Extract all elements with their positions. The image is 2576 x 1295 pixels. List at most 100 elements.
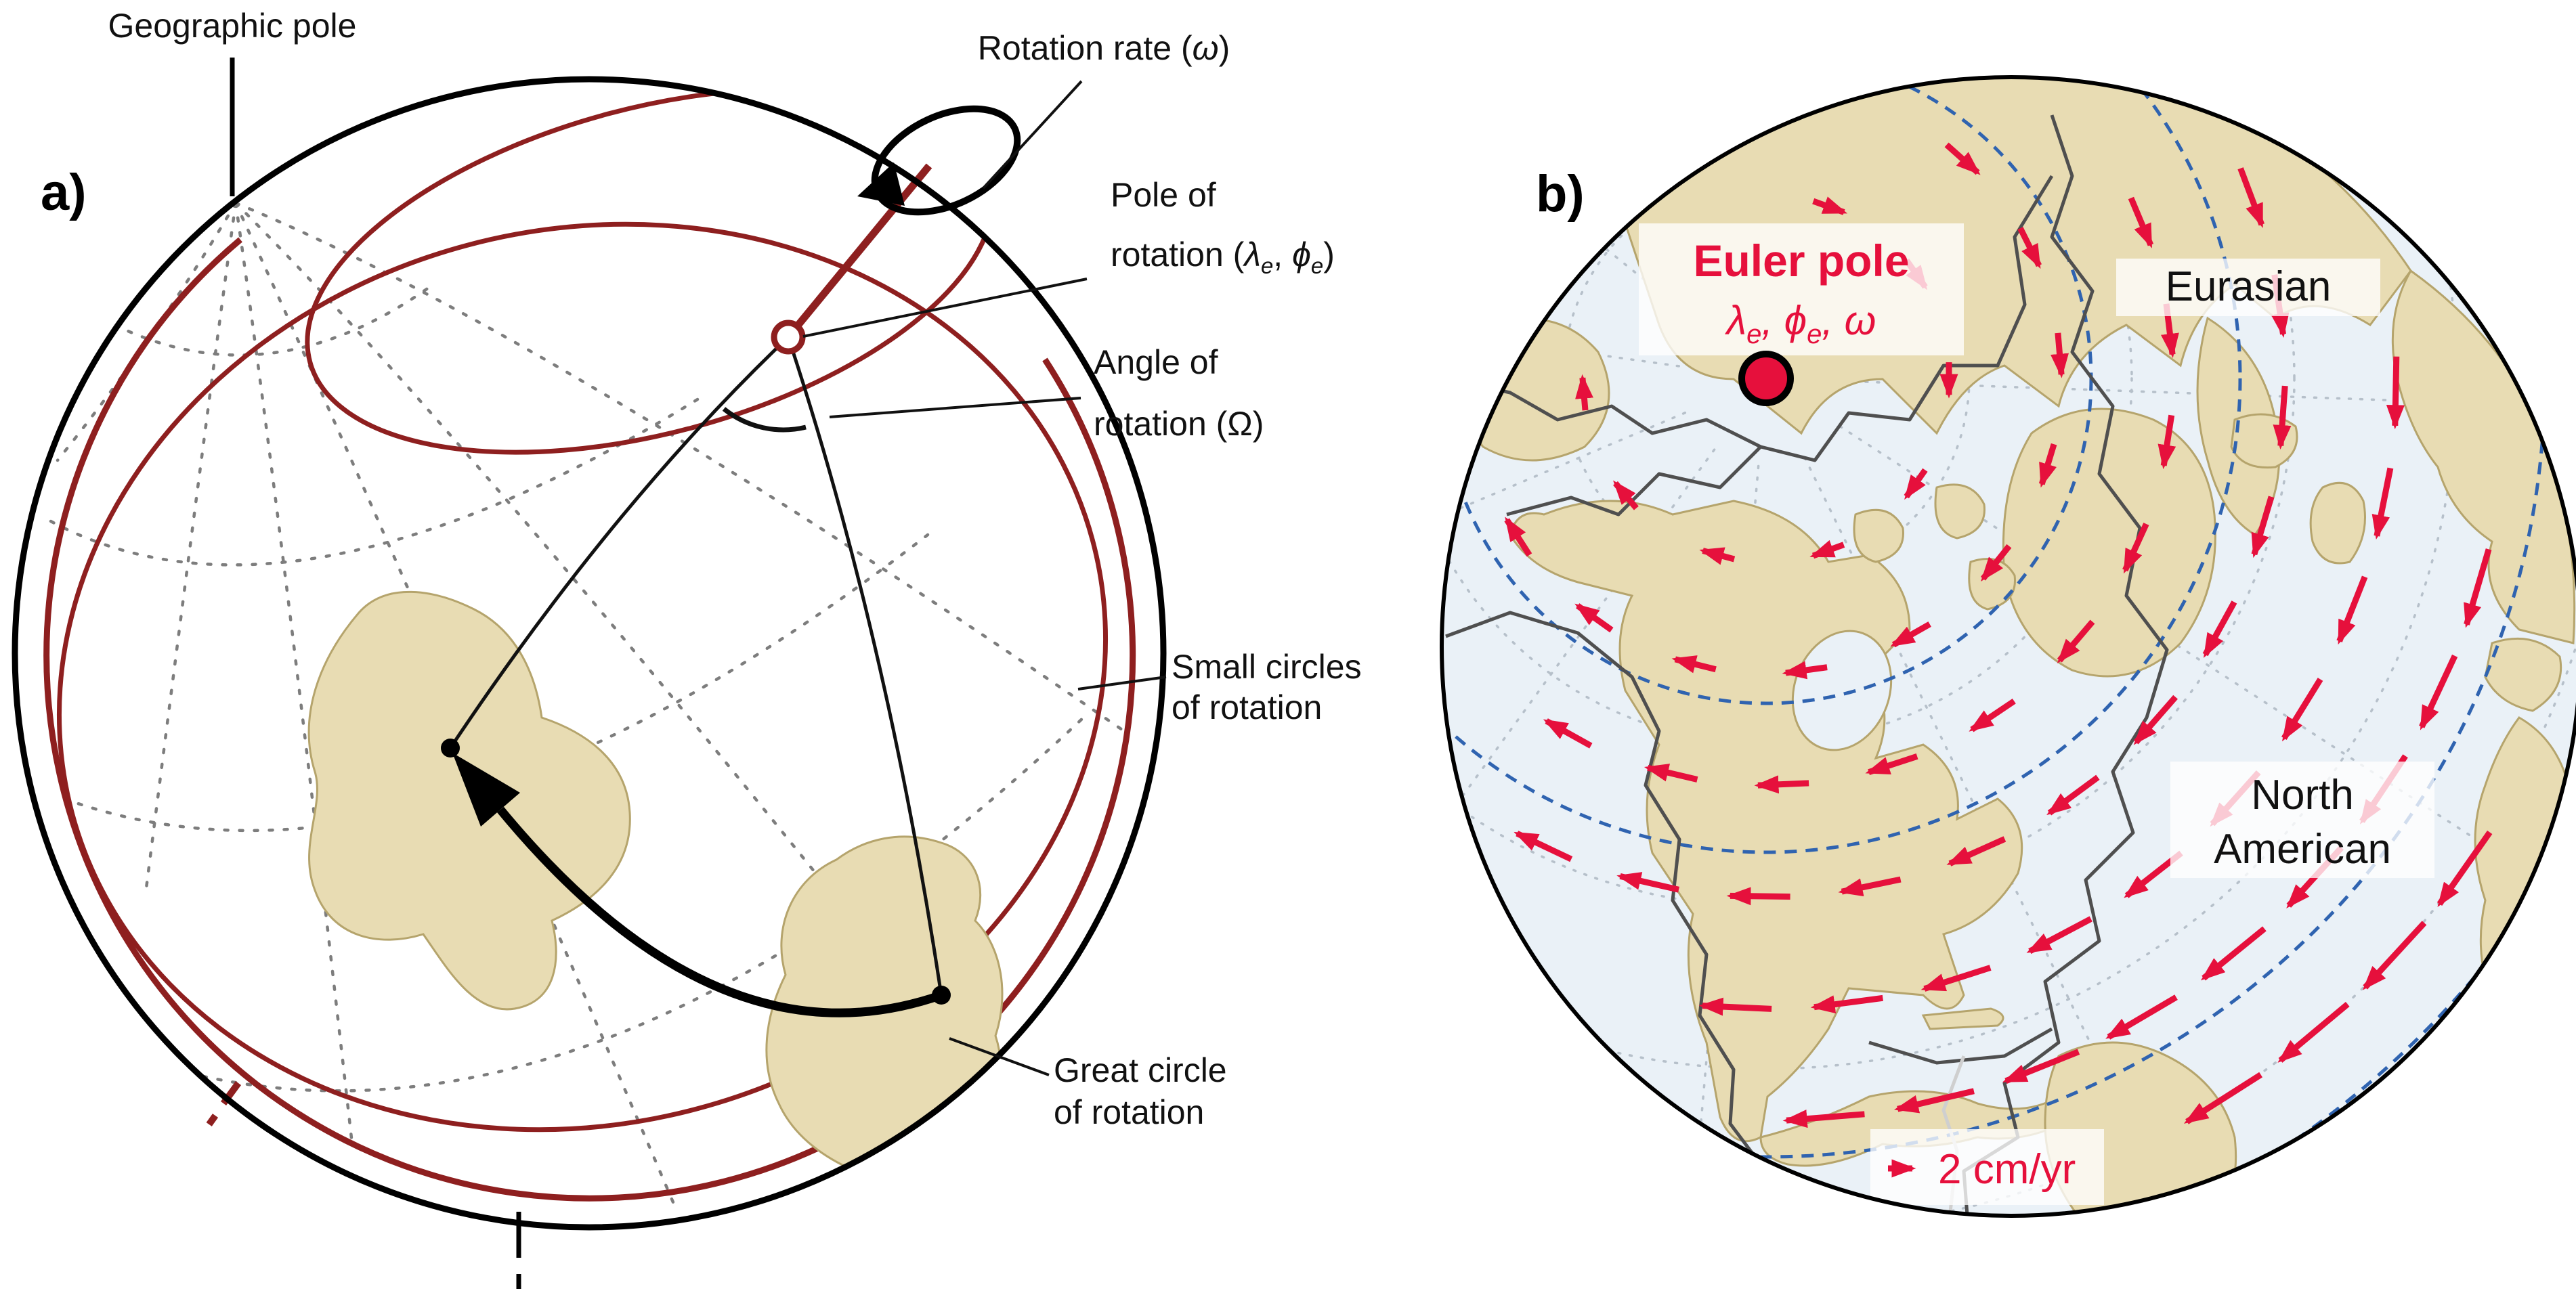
plate-point-right bbox=[932, 986, 951, 1005]
leader-pole-of-rotation bbox=[802, 278, 1088, 338]
panel-a: a) Geographic pole Rotation rate (ω) Pol… bbox=[12, 7, 1362, 1295]
velocity-arrow-icon bbox=[2038, 443, 2057, 488]
great-circle-arc bbox=[43, 237, 1136, 1202]
velocity-arrow-icon bbox=[1904, 468, 1928, 500]
velocity-arrow-icon bbox=[2371, 467, 2394, 540]
velocity-arrow-icon bbox=[2046, 774, 2100, 816]
velocity-arrow-icon bbox=[1838, 876, 1902, 897]
velocity-arrow-icon bbox=[2273, 385, 2292, 449]
leader-rotation-rate bbox=[982, 80, 1083, 190]
rotation-axis bbox=[785, 163, 932, 340]
velocity-arrow-icon bbox=[1865, 753, 1918, 775]
label-scale-legend: 2 cm/yr bbox=[1938, 1146, 2076, 1193]
rotation-rate-arrowhead-icon bbox=[857, 162, 905, 206]
plate-motion-arc bbox=[496, 806, 943, 1017]
velocity-arrow-icon bbox=[2183, 1072, 2263, 1124]
velocity-arrow-icon bbox=[2026, 916, 2092, 954]
velocity-arrow-icon bbox=[1616, 872, 1680, 893]
sphere-interior bbox=[15, 79, 1163, 1227]
velocity-arrow-icon bbox=[1514, 831, 1573, 862]
velocity-arrow-icon bbox=[2202, 600, 2237, 658]
plate-point-left bbox=[441, 739, 460, 758]
eurasian-label-box bbox=[2116, 259, 2380, 316]
land-north-america bbox=[1509, 500, 2023, 1143]
label-eurasian-plate: Eurasian bbox=[2166, 263, 2332, 310]
graticule-circle bbox=[1442, 77, 2133, 745]
label-great-circle-line1: Great circle bbox=[1054, 1051, 1227, 1089]
velocity-arrow-icon bbox=[1698, 997, 1772, 1016]
velocity-arrow-icon bbox=[1644, 764, 1698, 783]
panel-b-letter: b) bbox=[1536, 165, 1585, 223]
land-arctic-island-1 bbox=[1853, 508, 1904, 563]
label-north-american-line2: American bbox=[2214, 826, 2391, 873]
sphere-outline bbox=[12, 76, 1167, 1231]
land-cuba bbox=[1921, 1007, 2004, 1030]
label-great-circle-line2: of rotation bbox=[1054, 1093, 1204, 1131]
velocity-arrow-icon bbox=[1754, 775, 1809, 794]
label-euler-params: λe, ϕe, ω bbox=[1725, 298, 1876, 349]
velocity-arrow-icon bbox=[2122, 523, 2149, 574]
velocity-arrow-icon bbox=[2200, 926, 2267, 981]
velocity-arrow-icon bbox=[1810, 994, 1883, 1014]
boundary-arctic bbox=[1506, 175, 2054, 517]
angle-arc bbox=[722, 407, 807, 433]
velocity-arrow-icon bbox=[2017, 227, 2042, 269]
velocity-arrow-icon bbox=[1613, 480, 1639, 510]
velocity-arrow-icon bbox=[1946, 836, 2006, 866]
velocity-arrow-icon bbox=[1699, 547, 1736, 565]
velocity-arrow-icon bbox=[1893, 1088, 1975, 1114]
plate-blob-left bbox=[307, 590, 631, 1011]
label-geographic-pole: Geographic pole bbox=[108, 7, 357, 45]
label-rotation-rate: Rotation rate (ω) bbox=[978, 29, 1230, 67]
euler-pole-label-box bbox=[1639, 223, 1964, 355]
label-angle-line1: Angle of bbox=[1094, 343, 1218, 381]
land-iceland bbox=[2230, 413, 2298, 469]
label-pole-line2: rotation (λe, ϕe) bbox=[1111, 236, 1335, 278]
leader-angle-of-rotation bbox=[829, 397, 1081, 418]
panel-a-letter: a) bbox=[41, 164, 87, 221]
velocity-arrow-icon bbox=[1671, 655, 1717, 674]
boundary-caribbean bbox=[1868, 1027, 2053, 1065]
velocity-arrow-icon bbox=[2237, 167, 2265, 228]
label-north-american-line1: North bbox=[2251, 772, 2354, 818]
label-small-circles-line1: Small circles bbox=[1172, 648, 1362, 686]
velocity-arrow-icon bbox=[2437, 830, 2493, 907]
velocity-arrow-icon bbox=[2002, 1049, 2080, 1084]
plate-motion-arrowhead-icon bbox=[452, 753, 520, 827]
velocity-arrow-icon bbox=[1980, 544, 2012, 582]
velocity-arrow-icon bbox=[1812, 196, 1848, 215]
north-american-label-box bbox=[2170, 762, 2434, 878]
chord-to-right-plate bbox=[786, 336, 943, 996]
velocity-arrow-icon bbox=[2133, 695, 2178, 745]
velocity-arrow-icon bbox=[1504, 517, 1532, 557]
velocity-arrow-icon bbox=[2464, 548, 2492, 628]
velocity-arrow-icon bbox=[2251, 496, 2275, 558]
label-angle-line2: rotation (Ω) bbox=[1094, 405, 1264, 443]
land-iberia bbox=[2484, 637, 2562, 712]
velocity-arrow-icon bbox=[1782, 1110, 1865, 1128]
boundary-siberia-branch bbox=[1448, 377, 1762, 449]
velocity-arrow-icon bbox=[2386, 356, 2405, 430]
land-britain bbox=[2309, 481, 2366, 565]
euler-small-circle-2 bbox=[1442, 77, 2242, 854]
land-arctic-island-2 bbox=[1934, 483, 1985, 540]
chord-to-left-plate bbox=[448, 336, 790, 749]
velocity-arrow-icon bbox=[1809, 540, 1845, 559]
panel-b: b) Euler pole λe, ϕe, ω Eurasian North A… bbox=[1440, 75, 2576, 1218]
axis-exit-tick-dashed bbox=[202, 1114, 219, 1132]
label-small-circles-line2: of rotation bbox=[1172, 688, 1322, 726]
velocity-arrow-icon bbox=[1890, 621, 1931, 648]
velocity-arrow-icon bbox=[1574, 603, 1614, 633]
velocity-arrow-icon bbox=[1543, 718, 1593, 749]
velocity-arrow-icon bbox=[1969, 698, 2016, 732]
velocity-arrow-icon bbox=[2281, 678, 2323, 742]
leader-small-circles bbox=[1077, 676, 1167, 690]
velocity-arrow-icon bbox=[2128, 196, 2154, 248]
label-euler-pole: Euler pole bbox=[1693, 236, 1909, 286]
velocity-arrow-icon bbox=[1920, 965, 1992, 992]
label-pole-line1: Pole of bbox=[1111, 176, 1216, 214]
pole-of-rotation-marker bbox=[771, 320, 806, 355]
land-greenland bbox=[2002, 408, 2216, 678]
velocity-arrow-icon bbox=[2277, 1001, 2350, 1063]
